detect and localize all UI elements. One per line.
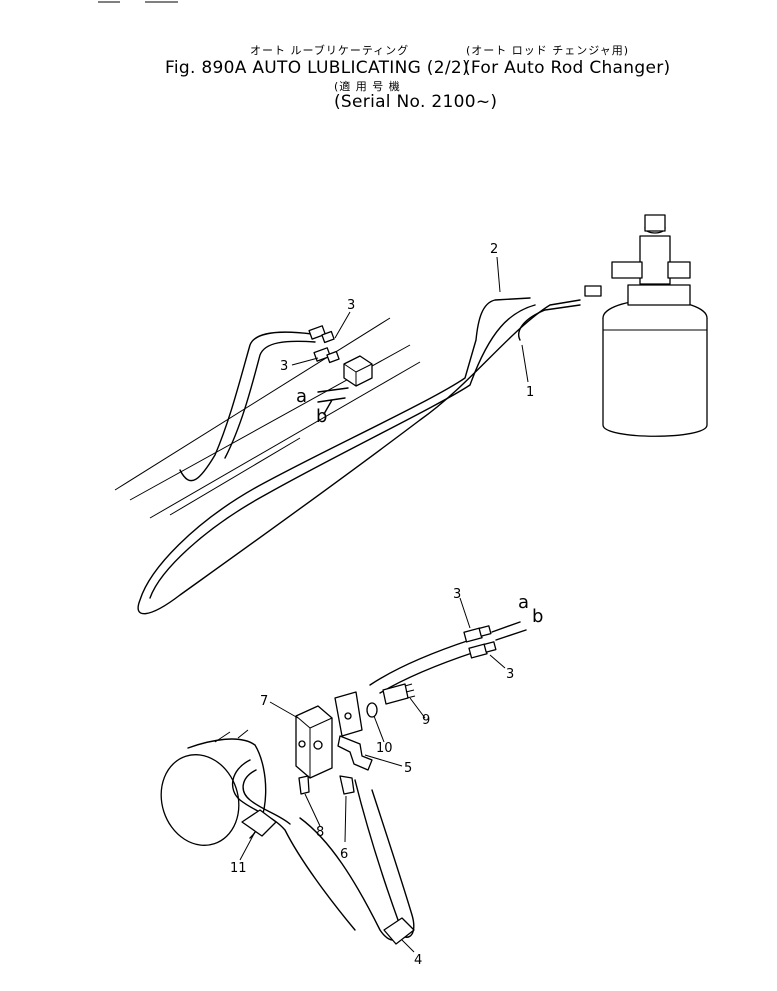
leader-lines <box>239 256 529 953</box>
callout-11: 11 <box>230 861 247 876</box>
hose-lower-left <box>231 759 356 931</box>
callout-3-lower-b: 3 <box>506 667 514 682</box>
figure-title: Fig. 890A AUTO LUBLICATING (2/2) <box>165 58 469 78</box>
hose-lower-upper-2 <box>379 651 476 694</box>
lube-pump <box>584 214 691 306</box>
callout-6: 6 <box>340 847 348 862</box>
title-jp-serial: (適 用 号 機 <box>334 80 401 93</box>
mounting-plate <box>334 691 363 737</box>
callout-7: 7 <box>260 694 268 709</box>
fitting-6 <box>339 775 355 795</box>
rod-outline <box>114 317 421 519</box>
hose-1 <box>518 304 581 341</box>
callout-3-lower-a: 3 <box>453 587 461 602</box>
figure-subtitle: (For Auto Rod Changer) <box>464 58 671 78</box>
connection-arrow-upper <box>317 387 349 415</box>
junction-block <box>343 355 373 387</box>
hose-left-loop <box>179 331 313 482</box>
title-block: オート ルーブリケーティング Fig. 890A AUTO LUBLICATIN… <box>0 0 777 140</box>
fitting-3-lower-a <box>463 625 492 643</box>
hose-lower-left-b <box>242 769 291 825</box>
hose-lower-upper <box>369 639 471 686</box>
hose-2-inner <box>149 304 536 599</box>
title-jp-sub: (オート ロッド チェンジャ用) <box>466 44 630 57</box>
hose-4-b <box>371 789 415 938</box>
connection-label-a-lower: a <box>518 592 529 613</box>
clamp-11 <box>241 809 277 837</box>
fitting-3-upper-b <box>313 347 340 364</box>
connection-label-b-lower: b <box>532 606 543 627</box>
washer-10 <box>366 702 378 718</box>
serial-range: (Serial No. 2100~) <box>334 92 498 112</box>
hose-left-loop-inner <box>224 340 316 459</box>
callout-3-upper-a: 3 <box>347 298 355 313</box>
grease-reservoir <box>602 299 708 437</box>
hose-2 <box>137 297 581 615</box>
callout-2: 2 <box>490 242 498 257</box>
callout-10: 10 <box>376 741 393 756</box>
connection-label-a-upper: a <box>296 386 307 407</box>
title-jp-main: オート ルーブリケーティング <box>250 44 410 57</box>
block-7 <box>295 705 333 779</box>
elbow-5 <box>337 735 373 771</box>
callout-5: 5 <box>404 761 412 776</box>
callout-4: 4 <box>414 953 422 968</box>
clamp-4 <box>383 917 415 945</box>
fitting-3-upper-a <box>308 325 335 344</box>
bolt-9 <box>382 683 416 705</box>
connection-arrow-lower <box>491 621 527 641</box>
connection-label-b-upper: b <box>316 406 327 427</box>
callout-1: 1 <box>526 385 534 400</box>
rotation-drum <box>160 729 267 846</box>
hose-4 <box>299 779 401 941</box>
callout-8: 8 <box>316 825 324 840</box>
callout-9: 9 <box>422 713 430 728</box>
callout-3-upper-b: 3 <box>280 359 288 374</box>
grease-nipple-8 <box>298 775 310 795</box>
fitting-3-lower-b <box>468 641 497 659</box>
